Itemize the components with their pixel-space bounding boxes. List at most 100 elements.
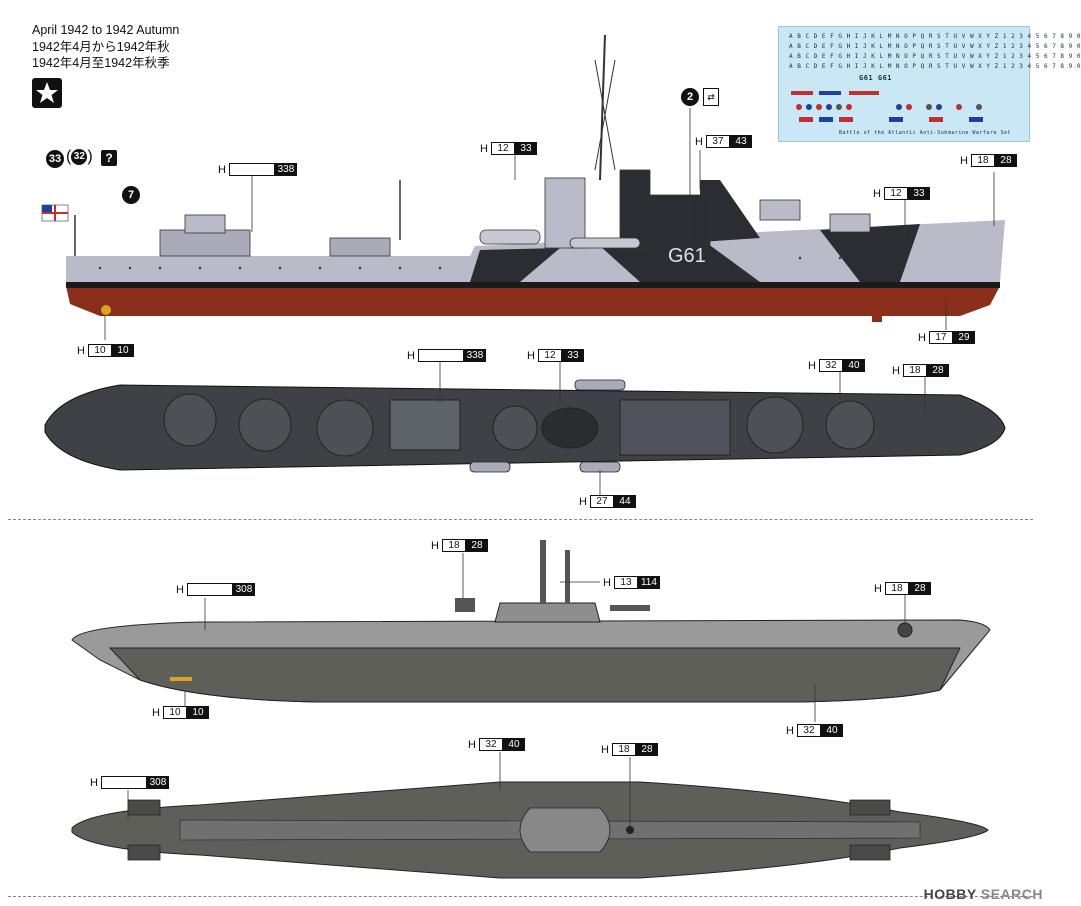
callout-black-code: 40 (820, 724, 843, 737)
destroyer-boot-topping (66, 282, 1000, 288)
callout-prefix: H (527, 349, 535, 362)
section-divider-bottom (8, 896, 1033, 897)
uboat-top-bow-plane-1 (849, 799, 891, 816)
callout-white-code: 10 (162, 706, 187, 719)
callout-prefix: H (90, 776, 98, 789)
callout-prefix: H (786, 724, 794, 737)
callout-black-code: 29 (952, 331, 975, 344)
period-caption: April 1942 to 1942 Autumn 1942年4月から1942年… (32, 22, 179, 72)
gun-turret-c (829, 213, 871, 233)
hull-code-text: G61 (668, 245, 706, 267)
callout-white-code: 10 (87, 344, 112, 357)
destroyer-side-view: G61 (41, 34, 1005, 340)
callout-black-code: 28 (635, 743, 658, 756)
callout-prefix: H (874, 582, 882, 595)
callout-prefix: H (603, 576, 611, 589)
callout-white-code: 32 (478, 738, 503, 751)
gun-turret-a (184, 214, 226, 234)
top-turret-aft-1 (163, 393, 217, 447)
callout-black-code: 40 (502, 738, 525, 751)
callout-white-code: 12 (537, 349, 562, 362)
callout-black-code: 338 (274, 163, 297, 176)
callout-black-code: 33 (514, 142, 537, 155)
watermark: HOBBY SEARCH (924, 886, 1043, 902)
top-turret-fore-1 (746, 396, 804, 454)
bridge-tower (619, 169, 651, 251)
camo-patch-3 (820, 224, 920, 282)
swap-arrow-icon: ⇄ (703, 88, 719, 106)
callout-black-code: 308 (232, 583, 255, 596)
top-turret-fore-2 (825, 400, 875, 450)
callout-destroyer-top-2: H 12 33 (527, 349, 584, 362)
callout-prefix: H (176, 583, 184, 596)
callout-prefix: H (808, 359, 816, 372)
funnel (544, 177, 586, 249)
callout-white-code: 12 (883, 187, 908, 200)
callout-black-code: 308 (146, 776, 169, 789)
decal-row-letters-3: A B C D E F G H I J K L M N O P Q R S T … (789, 53, 1081, 60)
callout-white-code: 18 (611, 743, 636, 756)
callout-prefix: H (218, 163, 226, 176)
callout-destroyer-top-3: H 32 40 (808, 359, 865, 372)
callout-prefix: H (873, 187, 881, 200)
periscope-2 (565, 550, 570, 603)
uboat-top-bow-plane-2 (849, 844, 891, 861)
callout-destroyer-side-7: H 17 29 (918, 331, 975, 344)
callout-prefix: H (468, 738, 476, 751)
callout-prefix: H (892, 364, 900, 377)
callout-white-code (186, 583, 233, 596)
callout-uboat-side-2: H 13 114 (603, 576, 660, 589)
marker-7: 7 (122, 186, 140, 204)
mast-rigging-2 (594, 59, 616, 171)
fore-deckhouse (159, 229, 251, 257)
callout-white-code: 18 (902, 364, 927, 377)
top-searchlight-platform (316, 399, 374, 457)
uboat-top-conning (519, 807, 611, 853)
callout-white-code: 18 (441, 539, 466, 552)
callout-black-code: 114 (637, 576, 660, 589)
callout-destroyer-top-1: H 338 (407, 349, 486, 362)
star-icon (36, 82, 58, 103)
callout-black-code: 40 (842, 359, 865, 372)
callout-white-code: 18 (884, 582, 909, 595)
callout-white-code: 17 (928, 331, 953, 344)
callout-white-code (228, 163, 275, 176)
callout-uboat-side-3: H 308 (176, 583, 255, 596)
paren-open: ( (66, 148, 72, 165)
callout-white-code: 12 (490, 142, 515, 155)
uboat-top-hatch (626, 826, 634, 834)
decal-row-letters-1: A B C D E F G H I J K L M N O P Q R S T … (789, 33, 1081, 40)
gun-turret-b (759, 199, 801, 221)
callout-destroyer-side-6: H 10 10 (77, 344, 134, 357)
star-badge (32, 78, 62, 108)
decal-footer-text: Battle of the Atlantic Anti-Submarine Wa… (839, 130, 1012, 136)
deck-gun (610, 605, 650, 611)
callout-uboat-side-1: H 18 28 (431, 539, 488, 552)
caption-line-japanese: 1942年4月から1942年秋 (32, 39, 170, 54)
callout-prefix: H (407, 349, 415, 362)
propeller (101, 305, 111, 315)
callout-white-code (417, 349, 464, 362)
callout-black-code: 43 (729, 135, 752, 148)
uboat-top-stern-plane-2 (127, 844, 161, 861)
decal-row-letters-2: A B C D E F G H I J K L M N O P Q R S T … (789, 43, 1081, 50)
callout-prefix: H (431, 539, 439, 552)
paren-close: ) (87, 148, 93, 165)
marker-32-group: (32) (66, 148, 93, 166)
callout-prefix: H (579, 495, 587, 508)
callout-destroyer-top-5: H 27 44 (579, 495, 636, 508)
decal-row-letters-4: A B C D E F G H I J K L M N O P Q R S T … (789, 63, 1081, 70)
callout-destroyer-side-5: H 12 33 (873, 187, 930, 200)
sonar-dome (872, 314, 882, 322)
question-icon: ? (101, 150, 117, 166)
callout-uboat-top-2: H 18 28 (601, 743, 658, 756)
callout-prefix: H (77, 344, 85, 357)
callout-uboat-top-1: H 32 40 (468, 738, 525, 751)
uboat-top-stern-plane-1 (127, 799, 161, 816)
decal-flags-graphic (791, 91, 983, 122)
callout-white-code: 37 (705, 135, 730, 148)
caption-line-chinese: 1942年4月至1942年秋季 (32, 56, 170, 70)
callout-uboat-top-3: H 308 (90, 776, 169, 789)
callout-white-code: 13 (613, 576, 638, 589)
callout-destroyer-side-4: H 18 28 (960, 154, 1017, 167)
